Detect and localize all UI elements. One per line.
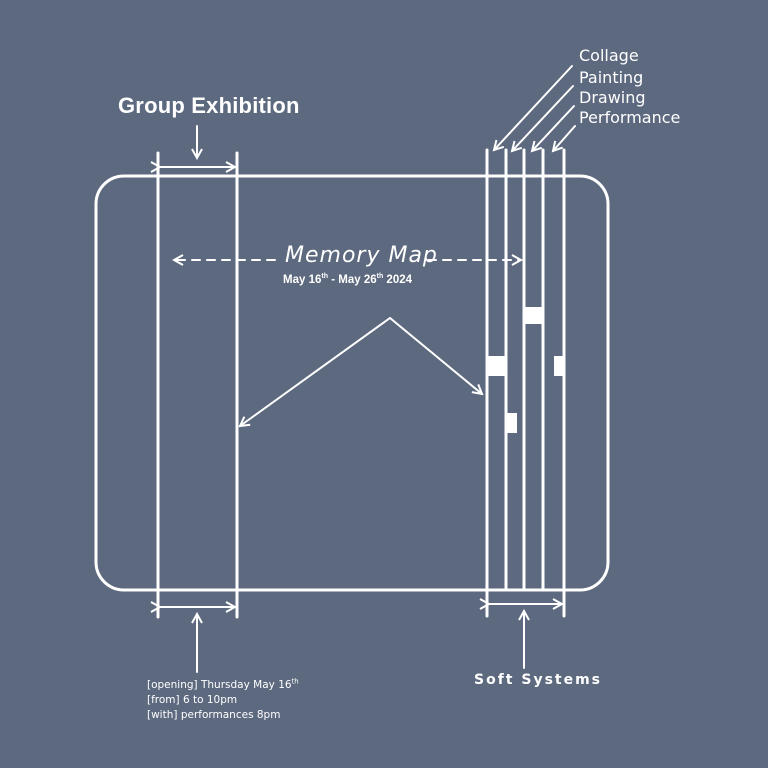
timeline-block [554, 356, 564, 376]
timeline-block [506, 413, 517, 433]
drawing-pointer-arrow [532, 105, 575, 151]
performance-pointer-arrow [553, 125, 576, 151]
event-name: Memory Map [285, 243, 438, 268]
detail-opening: [opening] Thursday May 16th [147, 677, 299, 691]
detail-time: [from] 6 to 10pm [147, 694, 238, 706]
main-frame [94, 174, 610, 592]
painting-pointer-arrow [512, 85, 574, 151]
media-label-painting: Painting [579, 68, 644, 87]
detail-performances: [with] performances 8pm [147, 709, 281, 721]
timeline-block [487, 356, 506, 376]
organizer-name: Soft Systems [474, 672, 603, 688]
collage-pointer-arrow [494, 65, 573, 150]
exhibition-title: Group Exhibition [118, 93, 300, 118]
connector-arrow-left [240, 317, 391, 426]
media-label-drawing: Drawing [579, 88, 646, 107]
connector-arrow-right [389, 317, 482, 394]
timeline-block [524, 307, 543, 324]
media-label-collage: Collage [579, 46, 639, 65]
media-label-performance: Performance [579, 108, 681, 127]
event-dates: May 16th - May 26th 2024 [283, 273, 413, 286]
